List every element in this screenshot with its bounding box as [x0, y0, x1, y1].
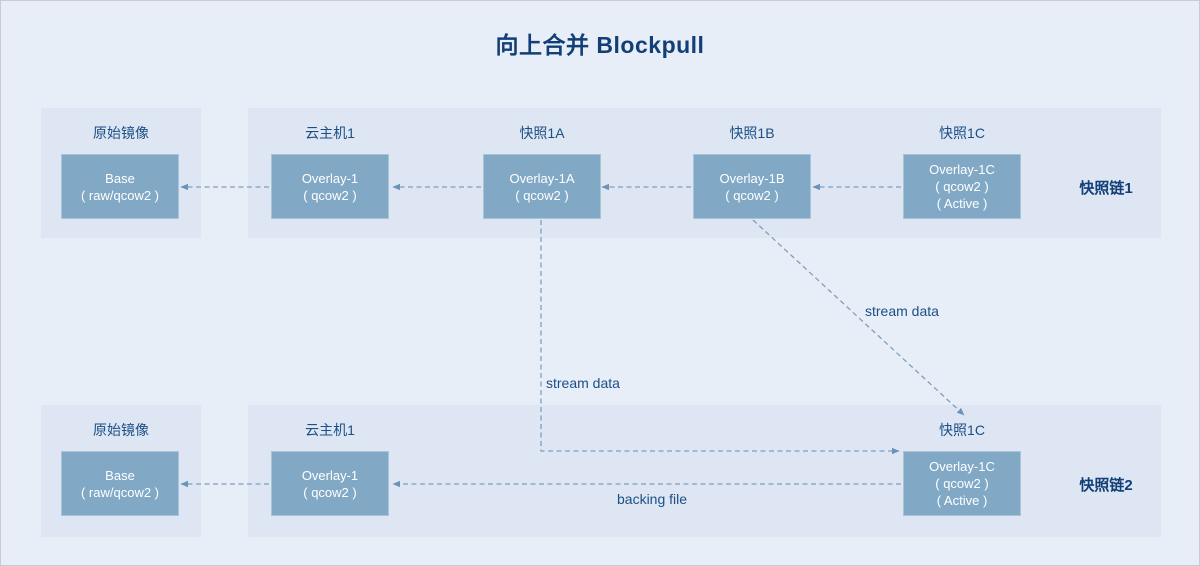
node-chain2-overlay-1[interactable]: Overlay-1 ( qcow2 ): [271, 451, 389, 516]
edge-label-stream-data-left: stream data: [546, 375, 620, 391]
node-line: Overlay-1: [301, 170, 359, 186]
node-line: Overlay-1: [301, 467, 359, 483]
chain-label-1: 快照链1: [1079, 180, 1133, 197]
edge-label-backing-file: backing file: [617, 491, 688, 507]
node-line: ( qcow2 ): [935, 179, 989, 194]
caption-chain1-snapshot-1b: 快照1B: [729, 125, 775, 141]
node-line: ( Active ): [936, 493, 988, 508]
node-line: Base: [105, 467, 135, 483]
node-chain1-overlay-1a[interactable]: Overlay-1A ( qcow2 ): [483, 154, 601, 219]
node-chain2-base[interactable]: Base ( raw/qcow2 ): [61, 451, 179, 516]
node-chain2-overlay-1c[interactable]: Overlay-1C ( qcow2 ) ( Active ): [903, 451, 1021, 516]
caption-chain1-snapshot-1c: 快照1C: [939, 125, 985, 141]
node-line: ( qcow2 ): [725, 187, 779, 203]
caption-chain2-cloud-host: 云主机1: [305, 422, 355, 438]
node-line: Overlay-1A: [509, 170, 575, 186]
caption-chain1-original-image: 原始镜像: [93, 125, 149, 141]
caption-chain1-snapshot-1a: 快照1A: [519, 125, 565, 141]
caption-chain2-original-image: 原始镜像: [93, 422, 149, 438]
page-title: 向上合并 Blockpull: [495, 32, 705, 58]
node-line: Overlay-1C: [929, 162, 995, 177]
caption-chain2-snapshot-1c: 快照1C: [939, 422, 985, 438]
node-line: ( qcow2 ): [515, 187, 569, 203]
node-line: Base: [105, 170, 135, 186]
node-line: Overlay-1C: [929, 459, 995, 474]
node-line: ( Active ): [936, 196, 988, 211]
node-chain1-base[interactable]: Base ( raw/qcow2 ): [61, 154, 179, 219]
node-line: ( qcow2 ): [935, 476, 989, 491]
node-line: Overlay-1B: [719, 170, 785, 186]
node-chain1-overlay-1c[interactable]: Overlay-1C ( qcow2 ) ( Active ): [903, 154, 1021, 219]
chain-label-2: 快照链2: [1079, 477, 1133, 494]
node-chain1-overlay-1b[interactable]: Overlay-1B ( qcow2 ): [693, 154, 811, 219]
node-line: ( qcow2 ): [303, 484, 357, 500]
node-chain1-overlay-1[interactable]: Overlay-1 ( qcow2 ): [271, 154, 389, 219]
node-line: ( raw/qcow2 ): [80, 187, 160, 203]
edge-label-stream-data-right: stream data: [865, 303, 939, 319]
node-line: ( raw/qcow2 ): [80, 484, 160, 500]
node-line: ( qcow2 ): [303, 187, 357, 203]
caption-chain1-cloud-host: 云主机1: [305, 125, 355, 141]
